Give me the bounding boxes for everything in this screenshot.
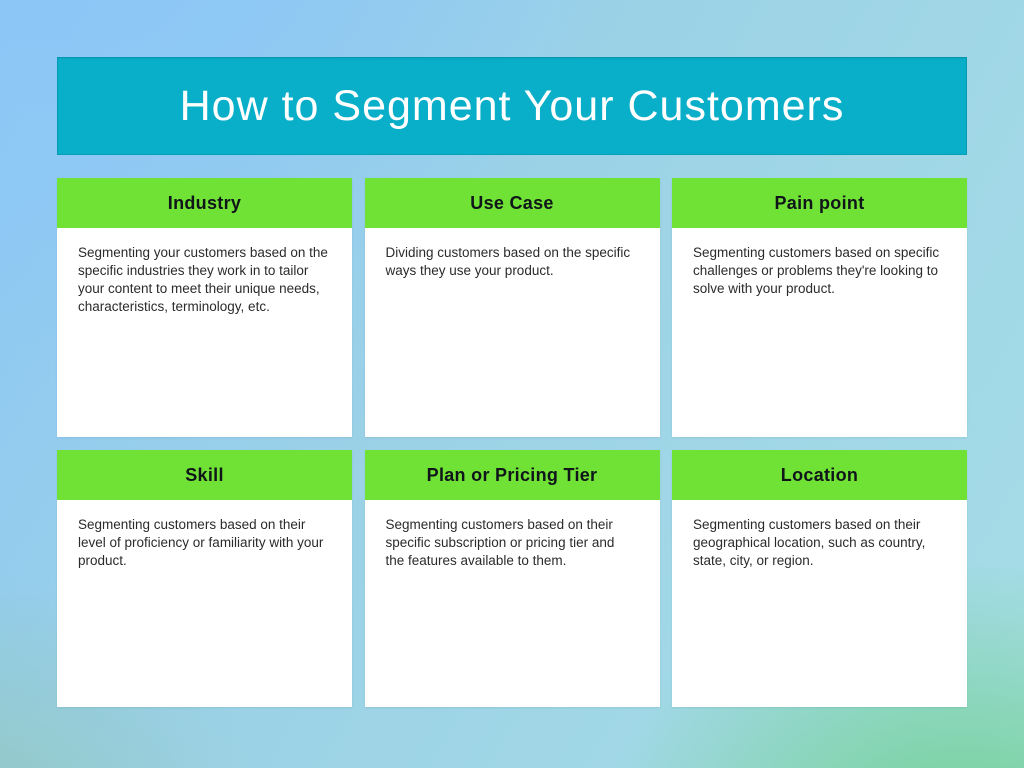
card-plan-or-pricing-tier-title: Plan or Pricing Tier (426, 464, 598, 485)
card-plan-or-pricing-tier-description: Segmenting customers based on their spec… (385, 517, 615, 568)
card-location: Location Segmenting customers based on t… (672, 450, 967, 707)
card-industry-description: Segmenting your customers based on the s… (78, 245, 328, 314)
card-pain-point-title: Pain point (774, 192, 865, 213)
card-pain-point-description: Segmenting customers based on specific c… (693, 245, 940, 296)
page-title: How to Segment Your Customers (179, 81, 845, 130)
card-location-description: Segmenting customers based on their geog… (693, 517, 926, 568)
card-industry: Industry Segmenting your customers based… (57, 178, 352, 437)
card-industry-header: Industry (57, 178, 352, 228)
card-use-case-body: Dividing customers based on the specific… (364, 228, 660, 437)
cards-grid: Industry Segmenting your customers based… (57, 178, 967, 707)
card-location-body: Segmenting customers based on their geog… (672, 500, 967, 707)
card-pain-point-header: Pain point (672, 178, 967, 228)
card-use-case-title: Use Case (470, 192, 554, 213)
card-plan-or-pricing-tier: Plan or Pricing Tier Segmenting customer… (364, 450, 660, 707)
card-pain-point: Pain point Segmenting customers based on… (672, 178, 967, 437)
card-pain-point-body: Segmenting customers based on specific c… (672, 228, 967, 437)
card-plan-or-pricing-tier-body: Segmenting customers based on their spec… (364, 500, 660, 707)
card-use-case-header: Use Case (364, 178, 660, 228)
card-skill-description: Segmenting customers based on their leve… (78, 517, 324, 568)
card-skill: Skill Segmenting customers based on thei… (57, 450, 352, 707)
card-industry-body: Segmenting your customers based on the s… (57, 228, 352, 437)
card-plan-or-pricing-tier-header: Plan or Pricing Tier (364, 450, 660, 500)
card-industry-title: Industry (167, 192, 242, 213)
card-skill-header: Skill (57, 450, 352, 500)
card-location-title: Location (780, 464, 859, 485)
card-skill-body: Segmenting customers based on their leve… (57, 500, 352, 707)
card-use-case: Use Case Dividing customers based on the… (364, 178, 660, 437)
card-location-header: Location (672, 450, 967, 500)
card-skill-title: Skill (185, 464, 224, 485)
card-use-case-description: Dividing customers based on the specific… (385, 245, 631, 278)
header-banner: How to Segment Your Customers (57, 57, 967, 155)
